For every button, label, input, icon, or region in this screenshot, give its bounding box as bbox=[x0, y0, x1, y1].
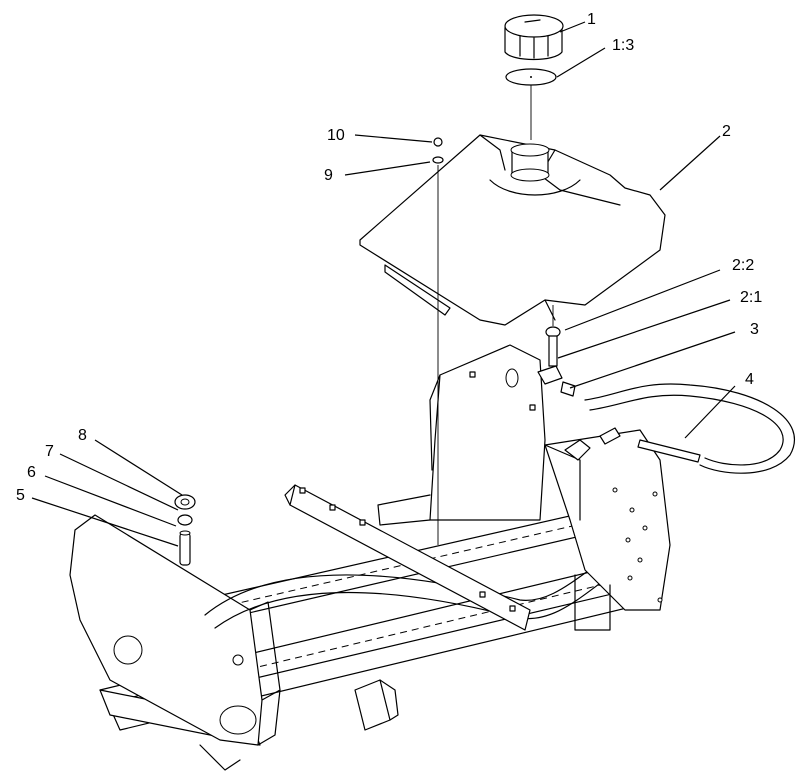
fuel-line bbox=[584, 383, 796, 474]
callout-1: 1 bbox=[587, 11, 596, 28]
right-panel-holes bbox=[612, 487, 663, 603]
callout-3: 3 bbox=[750, 321, 759, 338]
fuel-cap bbox=[504, 14, 564, 61]
callout-9: 9 bbox=[324, 167, 333, 184]
chassis-frame bbox=[69, 344, 671, 771]
callout-8: 8 bbox=[78, 427, 87, 444]
callout-2-2: 2:2 bbox=[732, 257, 754, 274]
callout-6: 6 bbox=[27, 464, 36, 481]
callout-labels: 1 1:3 2 2:2 2:1 3 4 5 6 7 8 9 10 bbox=[16, 11, 762, 504]
fuel-fittings bbox=[537, 305, 621, 461]
callout-2: 2 bbox=[722, 123, 731, 140]
callout-2-1: 2:1 bbox=[740, 289, 762, 306]
callout-7: 7 bbox=[45, 443, 54, 460]
clamp-hardware bbox=[174, 494, 196, 526]
fuel-tank bbox=[359, 134, 666, 326]
callout-5: 5 bbox=[16, 487, 25, 504]
callout-4: 4 bbox=[745, 371, 754, 388]
bolt-and-washer bbox=[432, 137, 444, 545]
callout-10: 10 bbox=[327, 127, 345, 144]
callout-leaders bbox=[31, 21, 736, 547]
callout-1-3: 1:3 bbox=[612, 37, 634, 54]
